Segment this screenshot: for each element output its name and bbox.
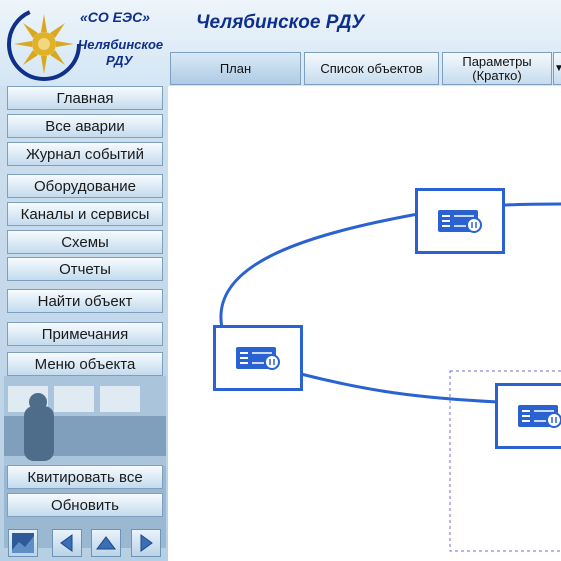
tab-plan[interactable]: План (170, 52, 301, 85)
sidebar-item-label: Найти объект (37, 292, 133, 310)
page-title: Челябинское РДУ (196, 12, 365, 33)
arrow-right-icon (140, 534, 153, 552)
arrow-up-icon (96, 536, 116, 550)
sidebar-item-label: Каналы и сервисы (20, 205, 150, 223)
tab-plan-label: План (219, 60, 252, 76)
sidebar-item-label: Отчеты (59, 260, 111, 278)
logo-company: «СО ЕЭС» (80, 9, 150, 25)
sidebar-item-label: Меню объекта (34, 355, 136, 373)
sidebar-item-reports[interactable]: Отчеты (7, 257, 163, 281)
logo-suffix: РДУ (106, 53, 133, 68)
network-node-right[interactable] (495, 383, 561, 449)
sidebar-item-event-log[interactable]: Журнал событий (7, 142, 163, 166)
tab-object-list[interactable]: Список объектов (304, 52, 439, 85)
sun-logo-icon (7, 7, 81, 81)
header: «СО ЕЭС» Челябинское РДУ Челябинское РДУ… (0, 0, 561, 86)
sidebar-item-label: Примечания (41, 325, 129, 343)
sidebar-item-label: Схемы (61, 233, 109, 251)
acknowledge-all-button[interactable]: Квитировать все (7, 465, 163, 489)
plan-canvas (168, 86, 561, 561)
sidebar-item-notes[interactable]: Примечания (7, 322, 163, 346)
nav-up-button[interactable] (91, 529, 121, 557)
network-links (219, 202, 561, 552)
server-icon (438, 210, 482, 233)
logo-region: Челябинское (78, 37, 164, 52)
network-node-left[interactable] (213, 325, 303, 391)
tab-more-button[interactable]: ▼ (553, 52, 561, 85)
sidebar-item-label: Журнал событий (26, 145, 144, 163)
control-room-photo (4, 376, 166, 548)
sidebar-item-label: Квитировать все (27, 468, 143, 486)
sidebar-item-label: Обновить (51, 496, 119, 514)
map-icon (12, 533, 34, 553)
sidebar-item-label: Главная (56, 89, 114, 107)
arrow-left-icon (60, 534, 73, 552)
sidebar-item-channels[interactable]: Каналы и сервисы (7, 202, 163, 226)
logo: «СО ЕЭС» Челябинское РДУ (6, 6, 166, 82)
sidebar-item-label: Оборудование (33, 177, 137, 195)
sidebar-item-all-alarms[interactable]: Все аварии (7, 114, 163, 138)
refresh-button[interactable]: Обновить (7, 493, 163, 517)
tab-parameters-label: Параметры (Кратко) (462, 53, 532, 83)
sidebar-item-label: Все аварии (45, 117, 125, 135)
sidebar-item-main[interactable]: Главная (7, 86, 163, 110)
sidebar-item-equipment[interactable]: Оборудование (7, 174, 163, 198)
network-node-top[interactable] (415, 188, 505, 254)
server-icon (518, 405, 561, 428)
nav-left-button[interactable] (52, 529, 82, 557)
server-icon (236, 347, 280, 370)
nav-right-button[interactable] (131, 529, 161, 557)
sidebar-item-schemes[interactable]: Схемы (7, 230, 163, 254)
chevron-down-icon: ▼ (554, 62, 561, 74)
tab-parameters[interactable]: Параметры (Кратко) (442, 52, 552, 85)
selection-frame (449, 370, 561, 552)
map-thumbnail-button[interactable] (8, 529, 38, 557)
tab-object-list-label: Список объектов (320, 60, 423, 76)
sidebar-item-find-object[interactable]: Найти объект (7, 289, 163, 313)
sidebar-item-object-menu[interactable]: Меню объекта (7, 352, 163, 376)
